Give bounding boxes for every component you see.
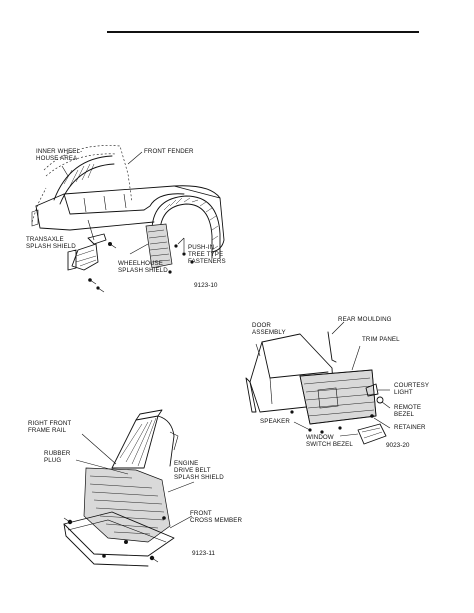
label-engine-drive-belt-splash-shield: ENGINE DRIVE BELT SPLASH SHIELD bbox=[174, 460, 224, 481]
label-right-front-frame-rail: RIGHT FRONT FRAME RAIL bbox=[28, 420, 71, 434]
label-rear-moulding-text: REAR MOULDING bbox=[338, 316, 392, 323]
figure-code-9023-20: 9023-20 bbox=[386, 442, 410, 449]
drive-belt-shield-illustration bbox=[63, 409, 195, 567]
label-remote-bezel: REMOTE BEZEL bbox=[394, 404, 421, 418]
figure-code-9123-11: 9123-11 bbox=[192, 550, 215, 557]
label-wheelhouse-shield-text: WHEELHOUSE SPLASH SHIELD bbox=[118, 260, 168, 274]
label-push-in-fasteners: PUSH-IN TREE TYPE FASTENERS bbox=[188, 244, 226, 265]
label-inner-wheelhouse-area: INNER WHEEL- HOUSE AREA bbox=[36, 148, 82, 162]
label-rubber-plug: RUBBER PLUG bbox=[44, 450, 70, 464]
label-front-fender: FRONT FENDER bbox=[144, 148, 194, 155]
label-speaker-text: SPEAKER bbox=[260, 418, 290, 425]
label-courtesy-light-text: COURTESY LIGHT bbox=[394, 382, 430, 396]
label-door-assembly-text: DOOR ASSEMBLY bbox=[252, 322, 286, 336]
label-speaker: SPEAKER bbox=[260, 418, 290, 425]
label-window-switch-bezel-text: WINDOW SWITCH BEZEL bbox=[306, 434, 353, 448]
label-rear-moulding: REAR MOULDING bbox=[338, 316, 392, 323]
label-drive-belt-shield-text: ENGINE DRIVE BELT SPLASH SHIELD bbox=[174, 460, 224, 481]
label-cross-member-text: FRONT CROSS MEMBER bbox=[190, 510, 243, 524]
label-courtesy-light: COURTESY LIGHT bbox=[394, 382, 429, 396]
label-trim-panel-text: TRIM PANEL bbox=[362, 336, 400, 343]
door-trim-illustration bbox=[245, 321, 391, 445]
figure-door-trim-panel: DOOR ASSEMBLY REAR MOULDING TRIM PANEL C… bbox=[240, 312, 440, 462]
label-wheelhouse-splash-shield: WHEELHOUSE SPLASH SHIELD bbox=[118, 260, 168, 274]
label-trim-panel: TRIM PANEL bbox=[362, 336, 400, 343]
header-rule bbox=[107, 31, 419, 33]
figure-engine-drive-belt-splash-shield: RIGHT FRONT FRAME RAIL RUBBER PLUG ENGIN… bbox=[24, 406, 242, 567]
label-front-fender-text: FRONT FENDER bbox=[144, 148, 194, 155]
label-transaxle-splash-shield: TRANSAXLE SPLASH SHIELD bbox=[26, 236, 76, 250]
label-retainer: RETAINER bbox=[394, 424, 426, 431]
label-front-cross-member: FRONT CROSS MEMBER bbox=[190, 510, 242, 524]
label-window-switch-bezel: WINDOW SWITCH BEZEL bbox=[306, 434, 353, 448]
label-push-in-fasteners-text: PUSH-IN TREE TYPE FASTENERS bbox=[188, 244, 226, 265]
label-rubber-plug-text: RUBBER PLUG bbox=[44, 450, 71, 464]
label-frame-rail-text: RIGHT FRONT FRAME RAIL bbox=[28, 420, 72, 434]
label-inner-wheelhouse-text: INNER WHEEL- HOUSE AREA bbox=[36, 148, 83, 162]
label-door-assembly: DOOR ASSEMBLY bbox=[252, 322, 286, 336]
wheelhouse-illustration bbox=[31, 145, 225, 293]
figure-code-9123-10: 9123-10 bbox=[194, 282, 218, 289]
label-transaxle-shield-text: TRANSAXLE SPLASH SHIELD bbox=[26, 236, 76, 250]
label-retainer-text: RETAINER bbox=[394, 424, 426, 431]
figure-wheelhouse-splash-shield: INNER WHEEL- HOUSE AREA FRONT FENDER TRA… bbox=[24, 140, 234, 300]
label-remote-bezel-text: REMOTE BEZEL bbox=[394, 404, 422, 418]
